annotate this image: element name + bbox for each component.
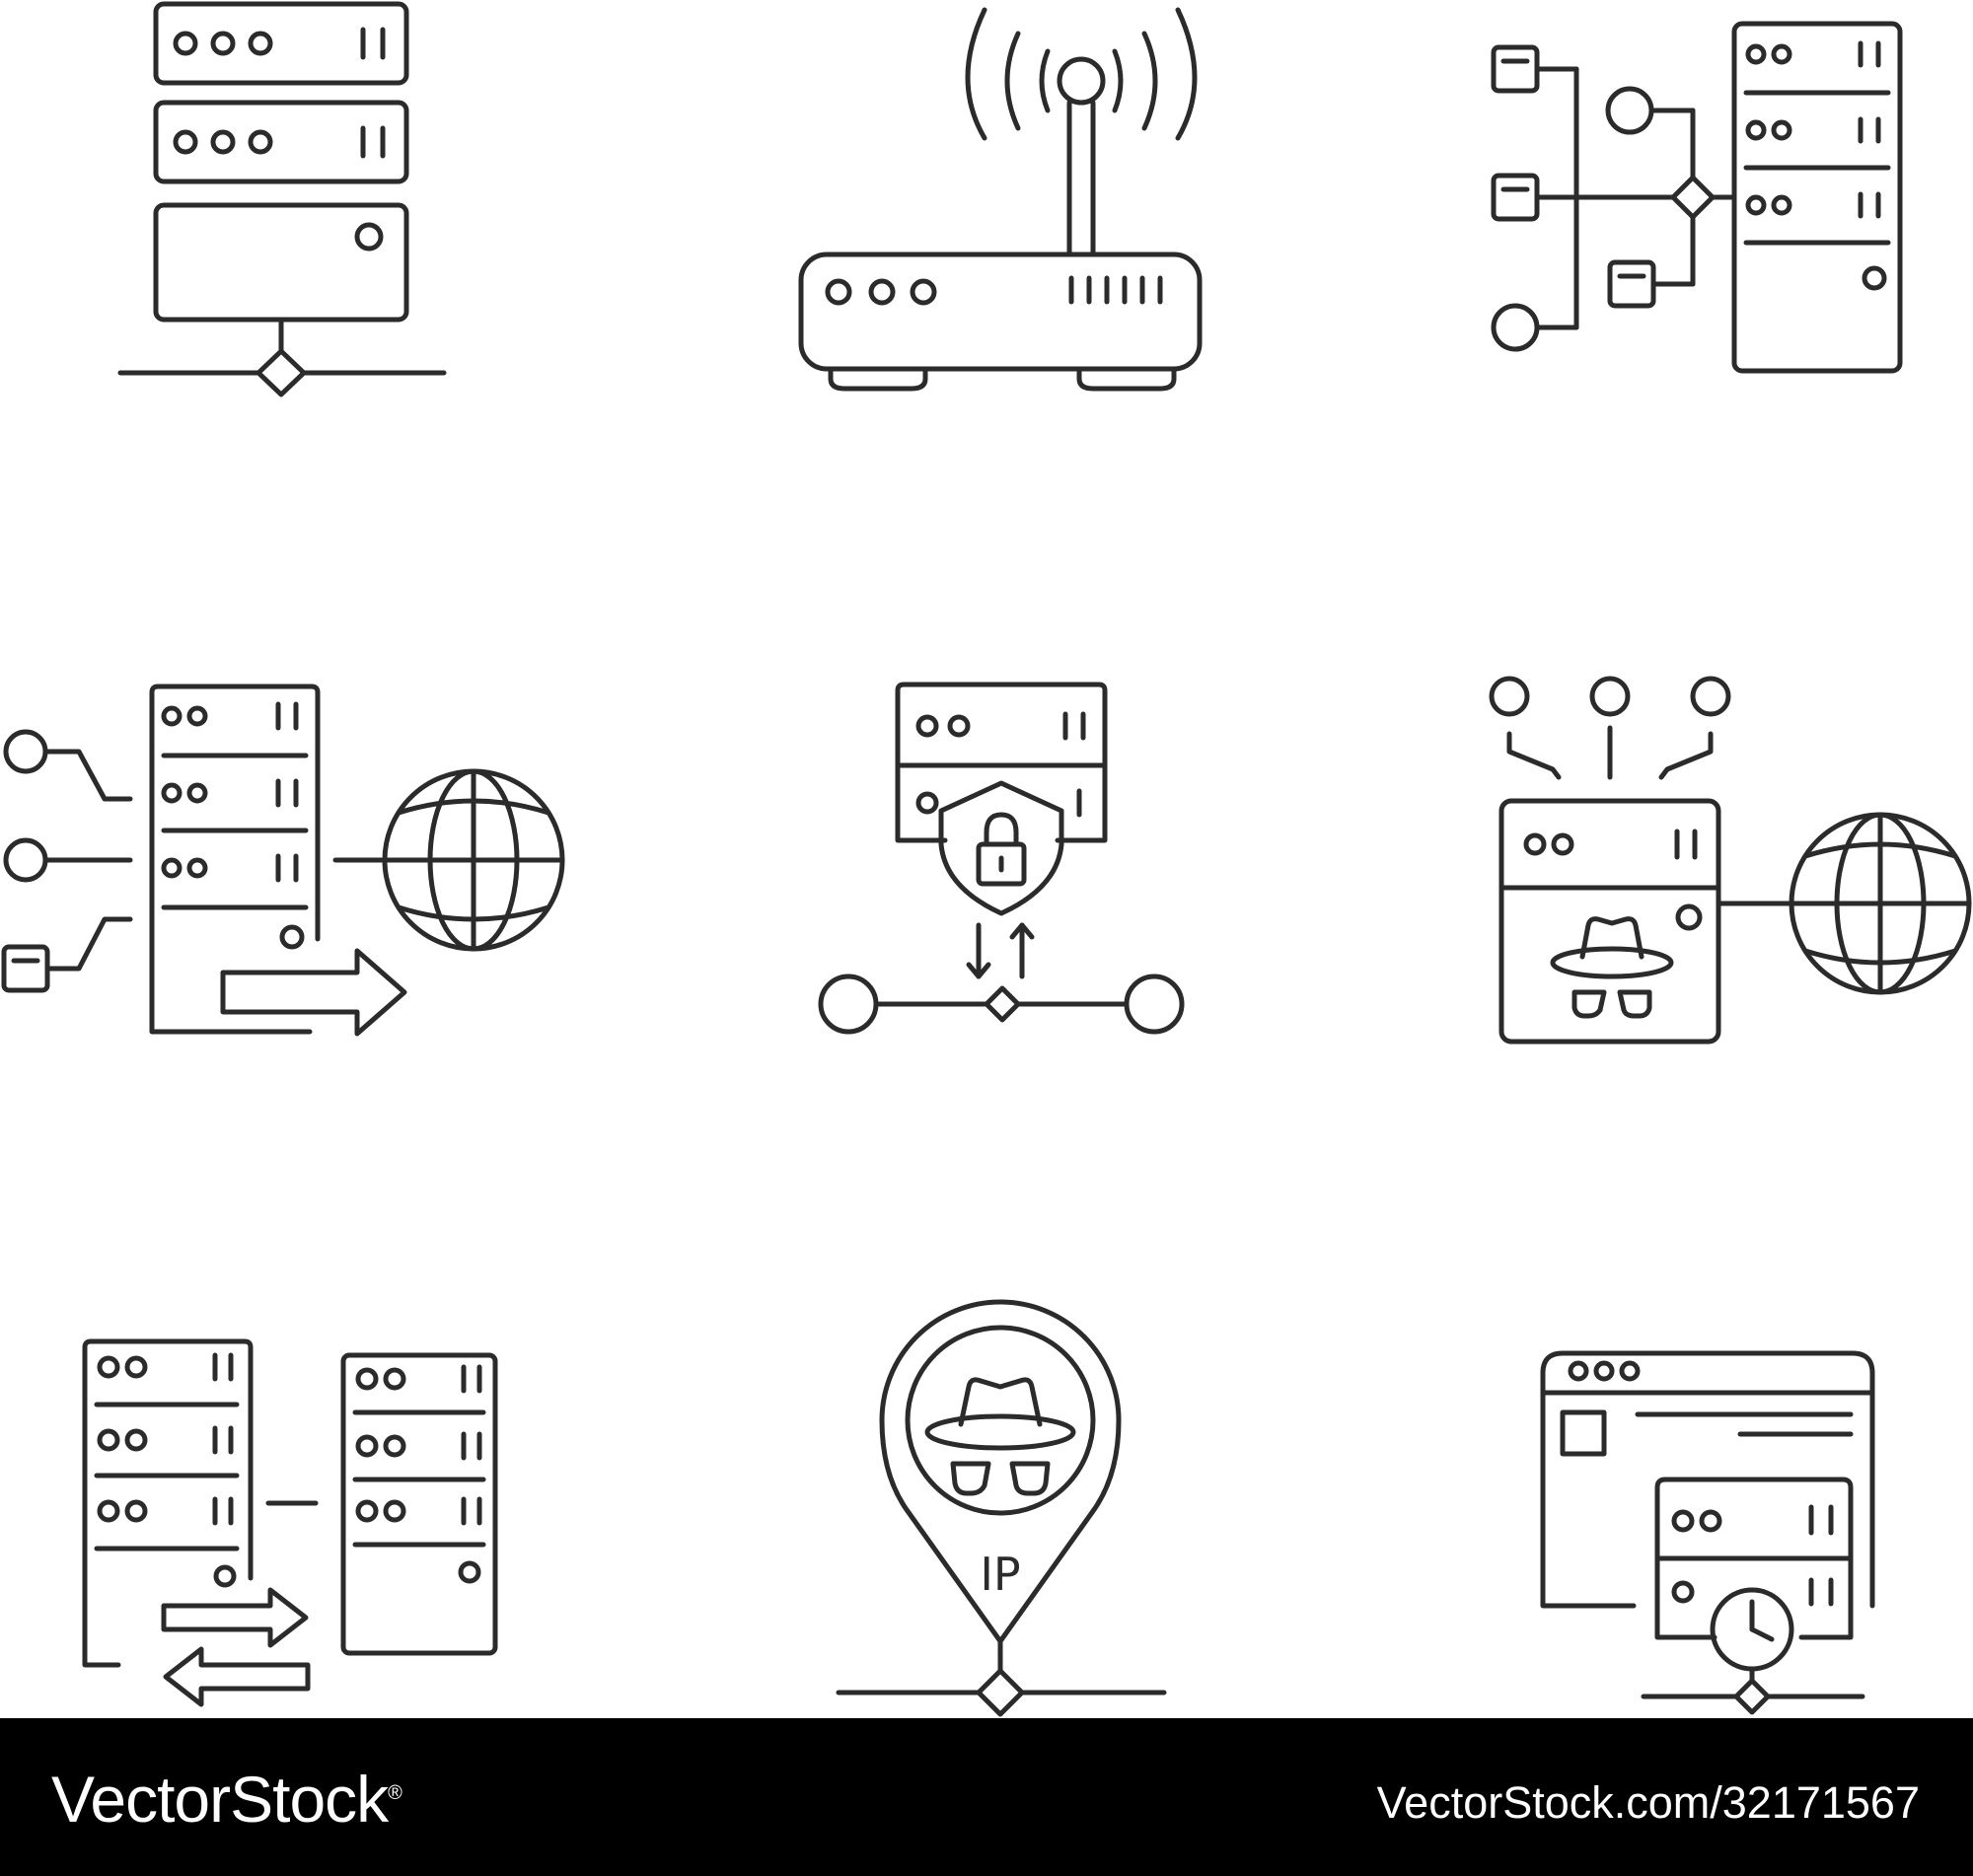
globe-icon — [382, 768, 565, 952]
globe-icon — [1789, 812, 1972, 995]
footer-url[interactable]: VectorStock.com/32171567 — [1376, 1777, 1920, 1828]
data-nodes-server-icon — [1491, 21, 1903, 374]
ip-label: IP — [980, 1548, 1020, 1601]
spy-hat-icon — [924, 1377, 1076, 1451]
spy-glasses-icon — [1571, 989, 1652, 1019]
spy-glasses-icon — [950, 1461, 1051, 1496]
lock-icon — [976, 812, 1027, 887]
brand-logo[interactable]: VectorStock® — [51, 1762, 402, 1837]
footer-bar: VectorStock® VectorStock.com/32171567 — [0, 1718, 1973, 1876]
secure-server-icon — [818, 682, 1185, 1035]
anonymous-server-icon — [1489, 676, 1972, 1045]
server-exchange-icon — [82, 1338, 498, 1707]
wifi-router-icon — [798, 7, 1203, 392]
server-network-icon — [117, 1, 447, 397]
registered-mark: ® — [388, 1782, 402, 1804]
spy-hat-icon — [1550, 916, 1674, 979]
clock-icon — [1710, 1587, 1794, 1672]
icon-set: IP — [1, 1, 1972, 1717]
anonymous-ip-pin-icon: IP — [836, 1299, 1167, 1717]
server-global-network-icon — [1, 684, 565, 1037]
server-timing-icon — [1540, 1350, 1875, 1715]
shield-icon — [938, 780, 1064, 916]
brand-name: VectorStock — [51, 1763, 389, 1836]
